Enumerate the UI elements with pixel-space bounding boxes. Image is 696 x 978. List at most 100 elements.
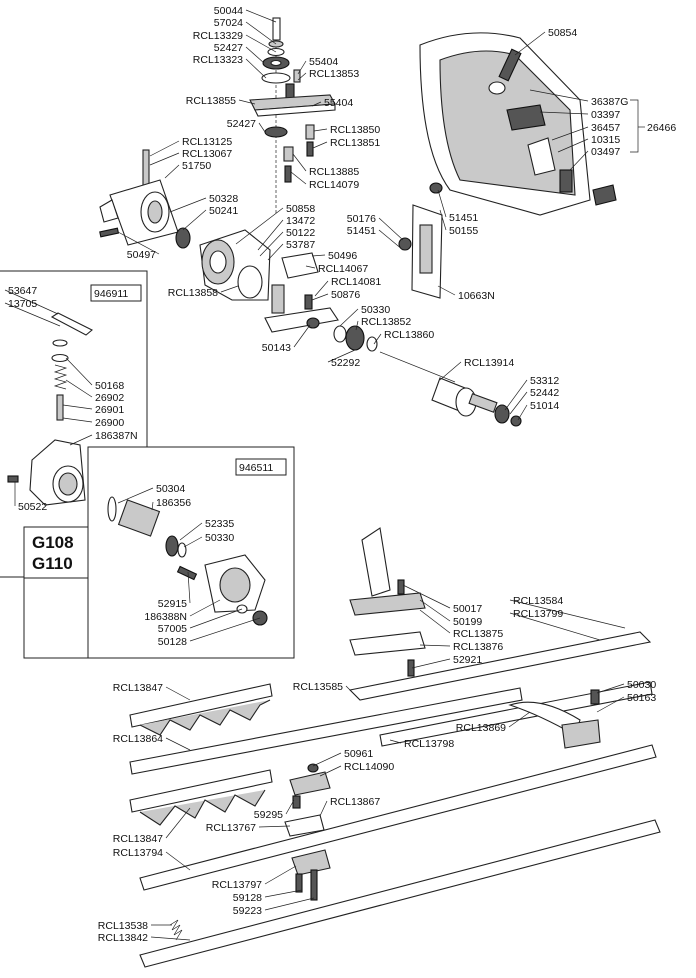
part-label: RCL14079 [309, 179, 359, 191]
part-label: RCL13584 [513, 595, 563, 607]
part-label: 53647 [8, 285, 37, 297]
part-label: RCL13858 [168, 287, 218, 299]
part-label: RCL13885 [309, 166, 359, 178]
part-label: RCL13329 [193, 30, 243, 42]
leader-line [189, 608, 243, 629]
part-label: RCL13538 [98, 920, 148, 932]
leader-line [378, 217, 404, 241]
leader-line [189, 599, 221, 617]
part-label: RCL13799 [513, 608, 563, 620]
part-label: 50241 [209, 205, 238, 217]
leader-line [517, 404, 528, 421]
leader-line [312, 141, 328, 149]
leader-line [297, 72, 307, 81]
leader-line [378, 229, 404, 251]
leader-line [259, 231, 284, 257]
nut-rcl13850 [305, 124, 315, 140]
part-label: 55404 [324, 97, 353, 109]
part-label: RCL14067 [318, 263, 368, 275]
leader-line [305, 265, 316, 269]
clip-rcl14090 [289, 763, 331, 809]
part-label: RCL13585 [293, 681, 343, 693]
guard-rcl13869 [508, 689, 601, 749]
leader-line [245, 46, 265, 64]
leader-line [165, 807, 191, 839]
model-box [23, 526, 89, 579]
seal-rcl13860 [366, 336, 378, 352]
part-label: 52292 [331, 357, 360, 369]
kit-box-946511: 946511 [87, 446, 295, 659]
leader-line [539, 111, 589, 115]
leader-line [257, 219, 284, 251]
bar-rcl13794 [139, 744, 657, 891]
leader-line [319, 800, 328, 817]
leader-line [169, 197, 207, 213]
leader-line [245, 21, 277, 45]
knife-rcl13847-upper [129, 683, 273, 736]
leader-line [290, 171, 307, 185]
leader-line [437, 285, 456, 296]
leader-line [117, 231, 160, 255]
part-label: 52921 [453, 654, 482, 666]
part-label: 26902 [95, 392, 124, 404]
leader-line [596, 683, 625, 694]
leader-line [285, 799, 295, 815]
part-label: 59295 [254, 809, 283, 821]
leader-line [311, 293, 329, 301]
part-label: 50496 [328, 250, 357, 262]
part-label: RCL14081 [331, 276, 381, 288]
part-label: 52442 [530, 387, 559, 399]
part-label: 50122 [286, 227, 315, 239]
part-label: 03497 [591, 146, 620, 158]
part-label: 50155 [449, 225, 478, 237]
leader-line [245, 34, 277, 53]
leader-line [149, 152, 180, 166]
model-label-g110: G110 [32, 554, 73, 573]
leader-line [509, 391, 528, 415]
part-label: 52427 [227, 118, 256, 130]
part-label: 13472 [286, 215, 315, 227]
leader-line [419, 609, 451, 634]
shield-cover [419, 32, 617, 216]
part-label: 50176 [347, 213, 376, 225]
bar-rcl13864 [129, 687, 523, 775]
part-label: 13705 [8, 298, 37, 310]
part-label: RCL13860 [384, 329, 434, 341]
part-label: 36457 [591, 122, 620, 134]
part-label: 50961 [344, 748, 373, 760]
cutter-head [349, 527, 426, 677]
part-label: 10663N [458, 290, 495, 302]
leader-line [514, 31, 546, 56]
part-label: 26901 [95, 404, 124, 416]
part-label: RCL13850 [330, 124, 380, 136]
drive-shaft-rcl13914 [379, 351, 522, 427]
leader-line [411, 658, 451, 669]
part-label: RCL13323 [193, 54, 243, 66]
part-label: 53312 [530, 375, 559, 387]
part-label: 50330 [361, 304, 390, 316]
kit-946511-parts [107, 496, 268, 626]
leader-line [62, 404, 93, 410]
leader-line [189, 617, 261, 642]
part-label: 36387G [591, 96, 628, 108]
leader-line [314, 280, 329, 297]
part-label: 50163 [627, 692, 656, 704]
leader-line [419, 644, 451, 647]
leader-line [245, 58, 267, 79]
part-label: 50199 [453, 616, 482, 628]
pivot-housing [99, 149, 191, 249]
leader-line [313, 128, 328, 132]
leader-line [292, 153, 307, 172]
washer-50330 [333, 325, 347, 343]
part-label: 51014 [530, 400, 559, 412]
bearing-52427 [264, 126, 288, 138]
leader-line [389, 739, 402, 744]
bar-rcl13798 [379, 681, 653, 747]
leader-line [183, 536, 203, 548]
part-label: 59128 [233, 892, 262, 904]
leader-line [220, 285, 239, 293]
part-label: 57024 [214, 17, 243, 29]
part-label: 50168 [95, 380, 124, 392]
leader-line [267, 243, 284, 261]
